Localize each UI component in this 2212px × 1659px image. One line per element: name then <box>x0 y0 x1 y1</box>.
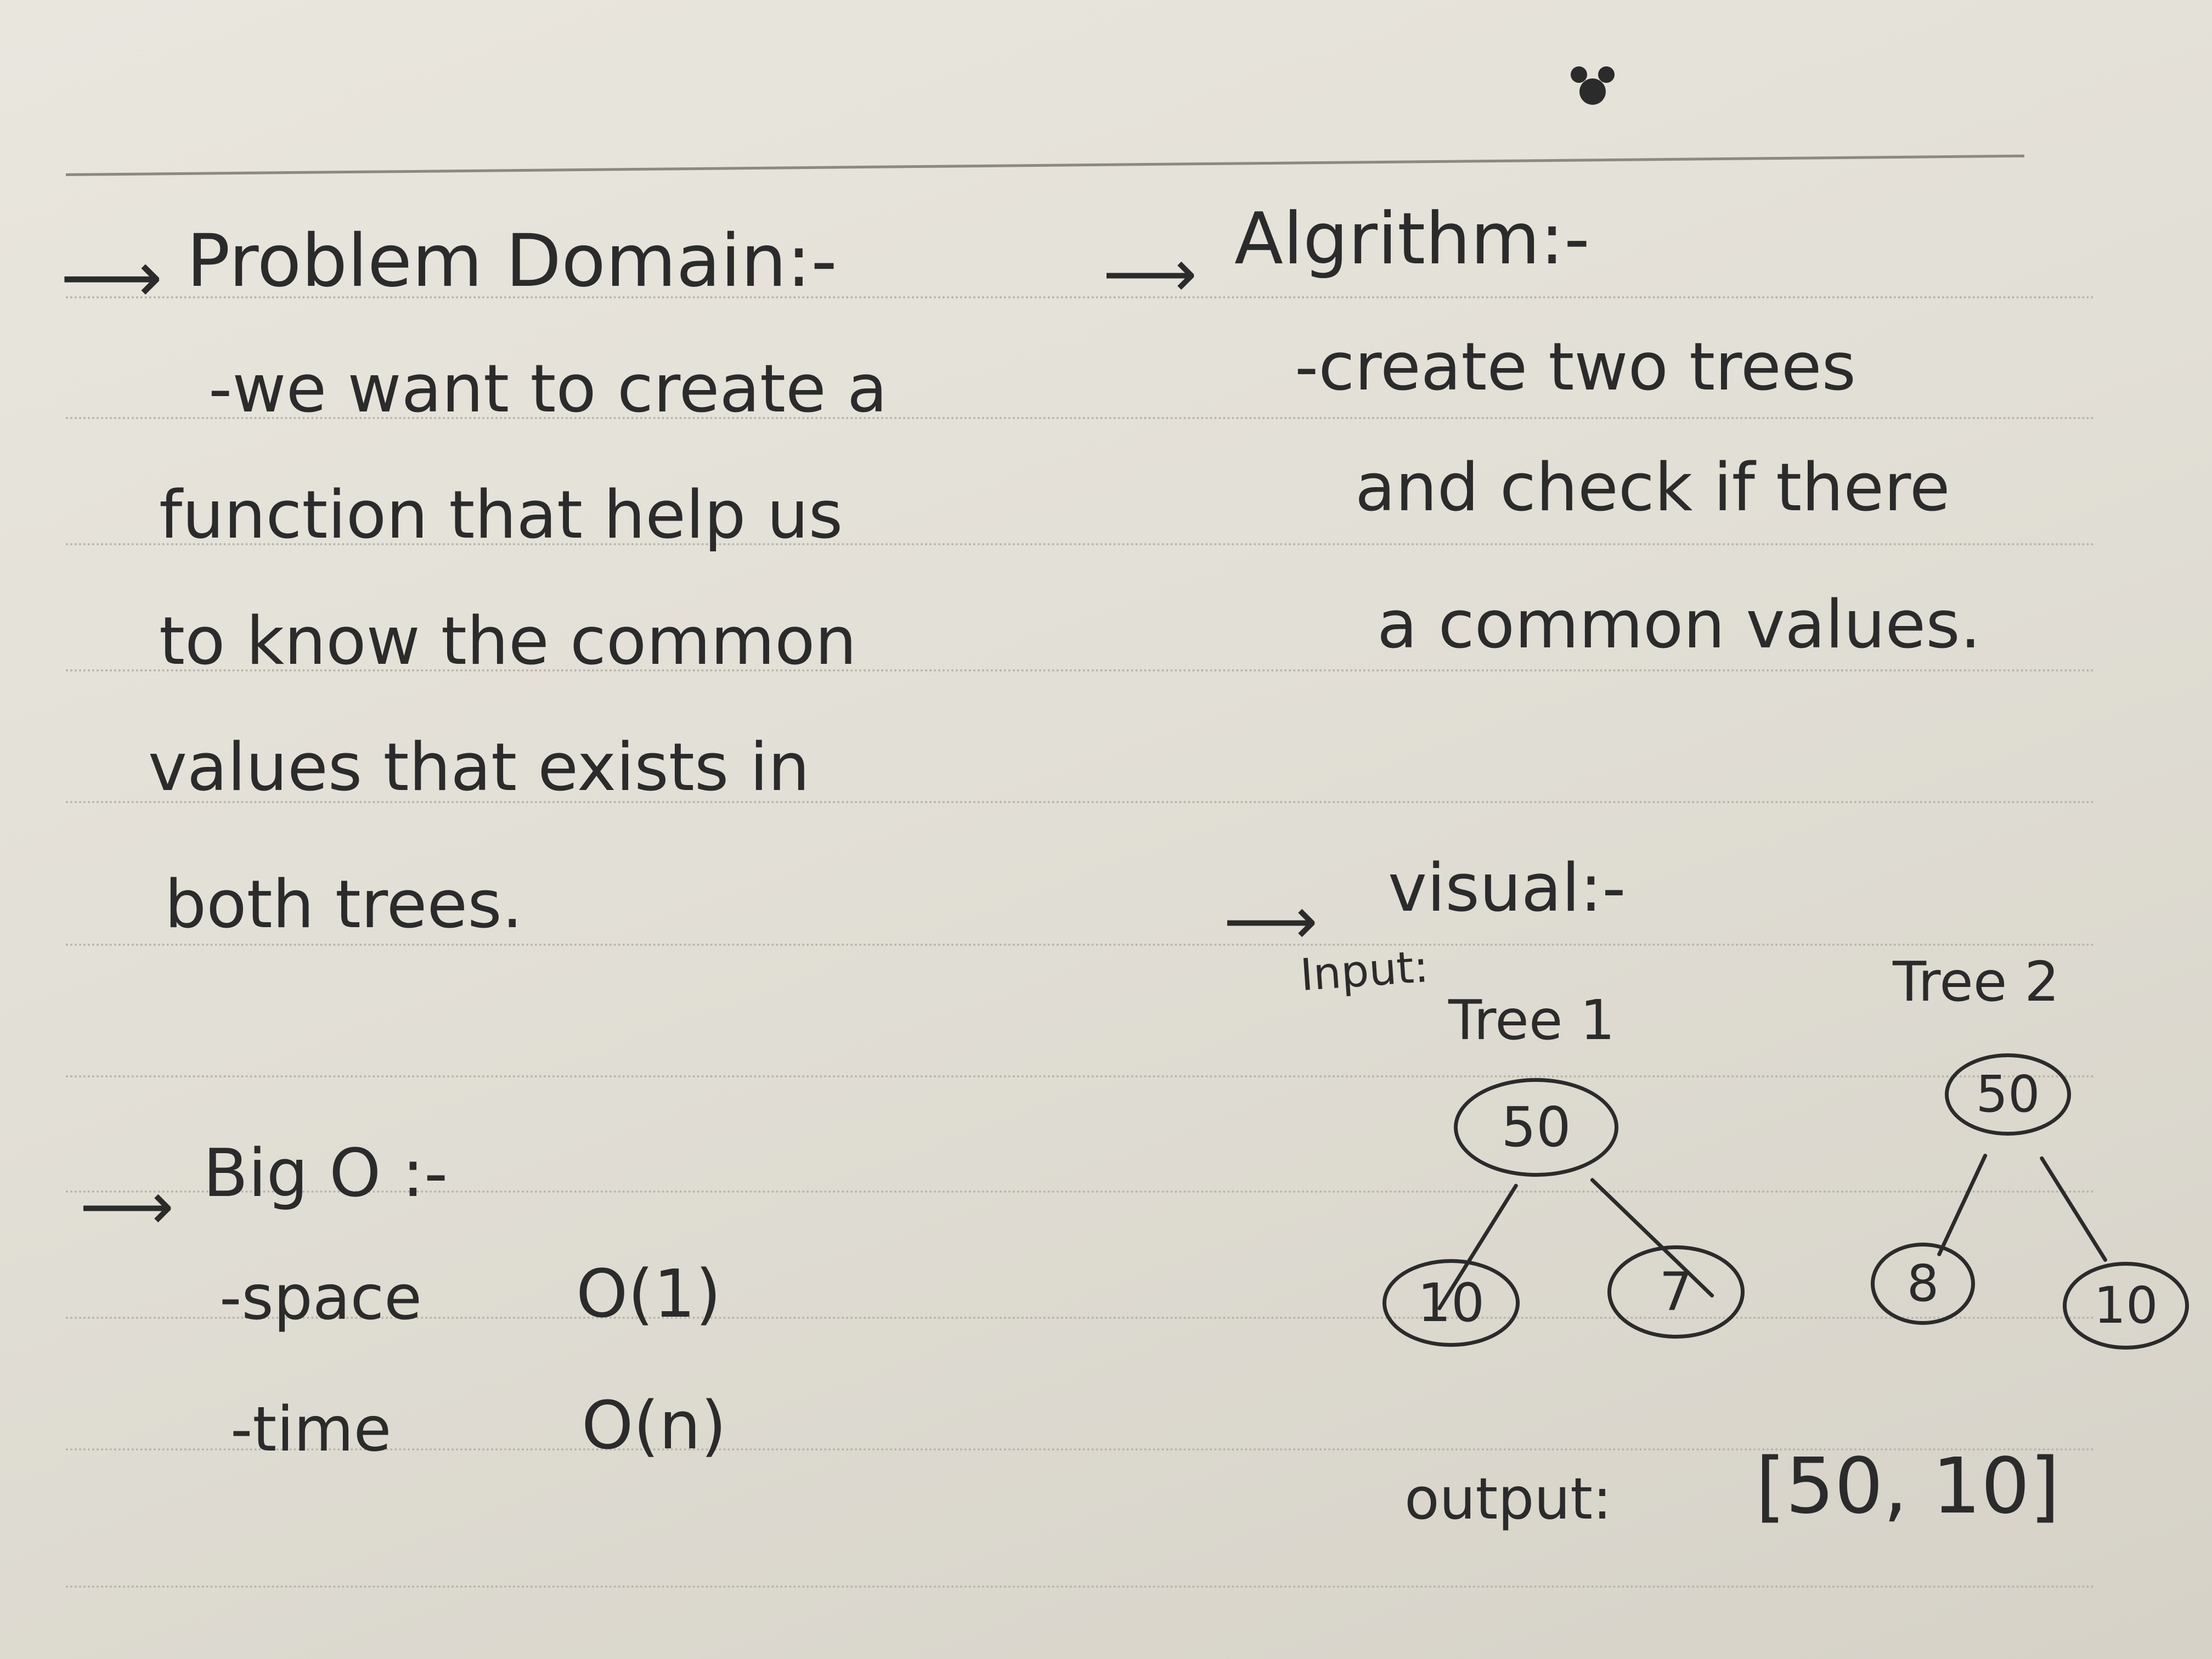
ruled-line <box>66 1585 2096 1588</box>
tree-1-root-value: 50 <box>1501 1095 1571 1159</box>
tree-2-root-value: 50 <box>1976 1065 2040 1124</box>
algorithm-line-2: and check if there <box>1355 450 1950 526</box>
tree-1-left-node: 10 <box>1383 1259 1520 1347</box>
ruled-line <box>66 1190 2096 1193</box>
tree-1-label: Tree 1 <box>1448 988 1615 1052</box>
tree-1-left-value: 10 <box>1417 1272 1485 1334</box>
tree-2-right-node: 10 <box>2063 1262 2189 1350</box>
problem-line-1: -we want to create a <box>208 351 888 427</box>
ruled-line <box>66 543 2096 545</box>
problem-domain-heading: Problem Domain:- <box>187 219 837 303</box>
space-label: -space <box>219 1262 422 1334</box>
tree-2-right-value: 10 <box>2094 1276 2158 1335</box>
problem-line-2: function that help us <box>159 477 843 554</box>
tree-2-root-node: 50 <box>1945 1053 2071 1136</box>
ruled-line <box>66 801 2096 803</box>
top-margin-line <box>66 154 2024 176</box>
ruled-line <box>66 417 2096 419</box>
tree-2-edge-right <box>2039 1155 2108 1263</box>
algorithm-heading: Algrithm:- <box>1234 197 1590 280</box>
algorithm-line-1: -create two trees <box>1295 329 1857 405</box>
tree-2-left-node: 8 <box>1871 1243 1975 1325</box>
tree-2-label: Tree 2 <box>1893 950 2059 1014</box>
visual-heading: visual:- <box>1388 850 1626 927</box>
big-o-heading: Big O :- <box>203 1136 448 1212</box>
tree-2-edge-left <box>1937 1153 1988 1257</box>
problem-line-3: to know the common <box>159 603 857 680</box>
ruled-line <box>66 1317 2096 1319</box>
problem-line-4: values that exists in <box>148 730 810 806</box>
tree-1-right-node: 7 <box>1607 1245 1745 1339</box>
arrow-icon: ⟶ <box>1223 883 1318 960</box>
time-label: -time <box>230 1394 392 1465</box>
algorithm-line-3: a common values. <box>1377 587 1981 663</box>
input-label: Input: <box>1299 940 1431 1001</box>
tree-1-right-value: 7 <box>1659 1261 1693 1323</box>
mouse-logo-icon <box>1571 66 1615 105</box>
space-complexity: O(1) <box>576 1256 721 1333</box>
output-value: [50, 10] <box>1756 1442 2060 1531</box>
ruled-line <box>66 944 2096 946</box>
tree-1-root-node: 50 <box>1454 1078 1618 1177</box>
time-complexity: O(n) <box>582 1388 727 1464</box>
tree-2-left-value: 8 <box>1906 1254 1939 1313</box>
arrow-icon: ⟶ <box>1103 236 1198 312</box>
problem-line-5: both trees. <box>165 867 523 943</box>
ruled-line <box>66 1448 2096 1451</box>
arrow-icon: ⟶ <box>60 235 163 319</box>
ruled-line <box>66 669 2096 672</box>
ruled-line <box>66 1075 2096 1077</box>
ruled-line <box>66 296 2096 298</box>
output-label: output: <box>1404 1465 1612 1532</box>
arrow-icon: ⟶ <box>80 1169 174 1245</box>
